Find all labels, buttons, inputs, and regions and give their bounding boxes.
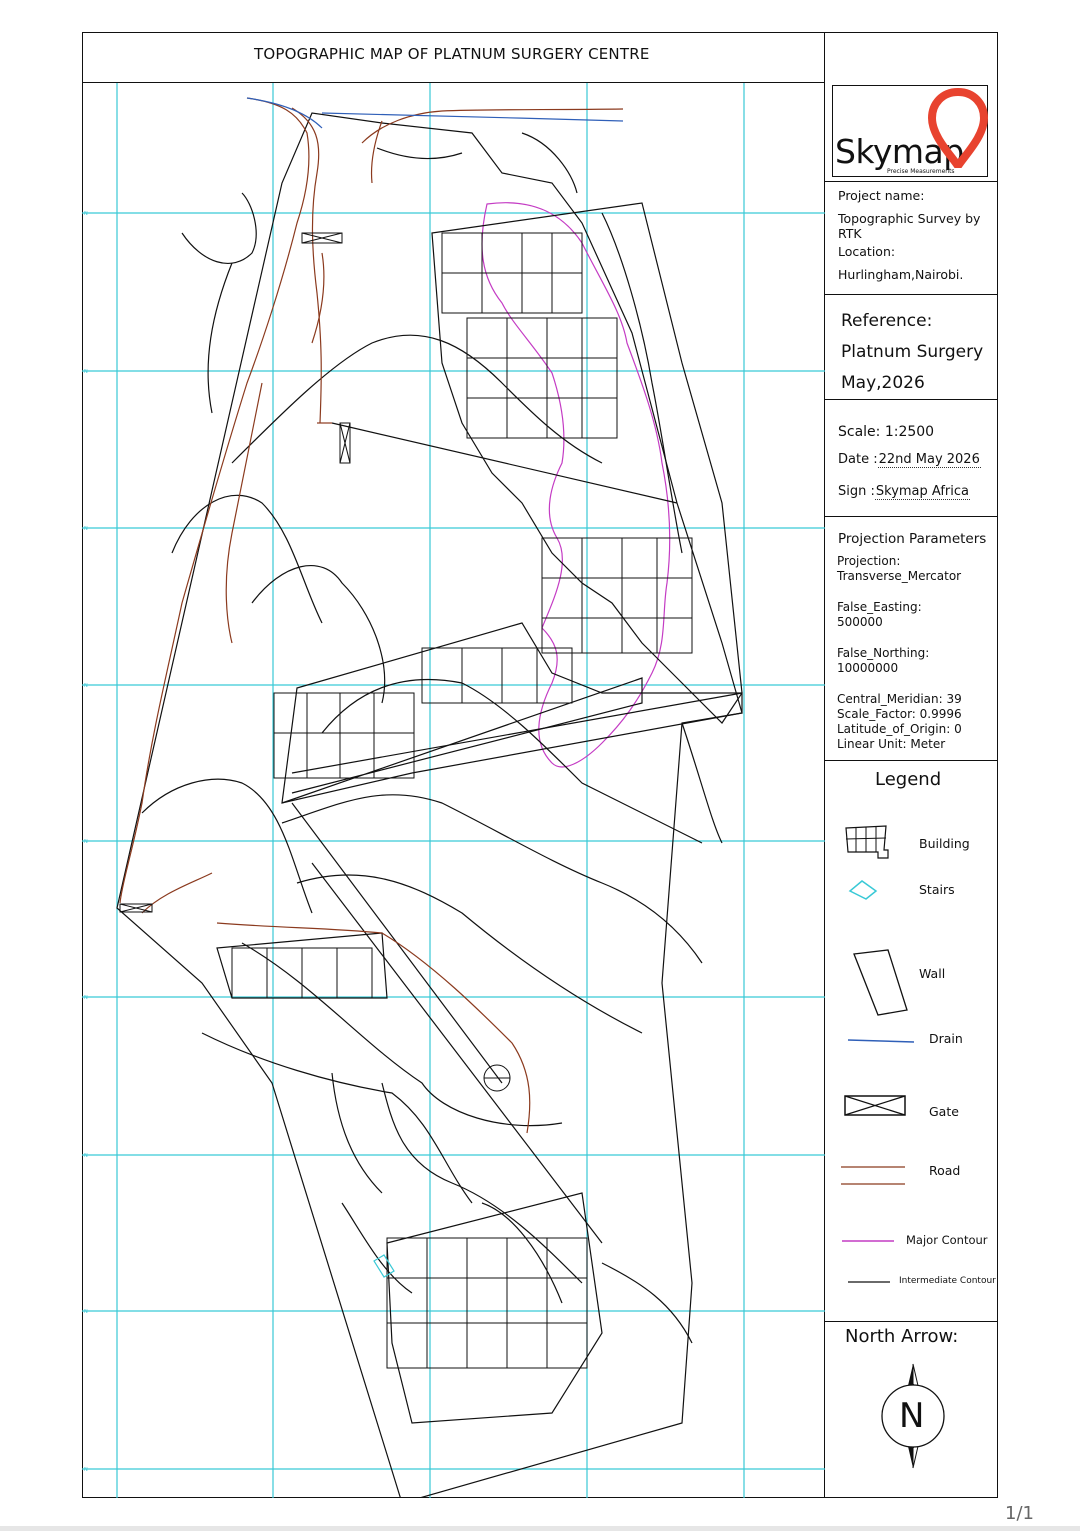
linear-unit: Linear Unit: Meter bbox=[837, 737, 946, 751]
false-easting-value: 500000 bbox=[837, 615, 883, 629]
legend-wall-label: Wall bbox=[919, 966, 946, 981]
false-northing-label: False_Northing: bbox=[837, 646, 930, 660]
legend-gate-label: Gate bbox=[929, 1104, 959, 1119]
projection-label: Projection: bbox=[837, 554, 901, 568]
sign-value: Skymap Africa bbox=[874, 484, 970, 500]
legend-stairs-label: Stairs bbox=[919, 882, 955, 897]
project-section: Project name: Topographic Survey by RTK … bbox=[825, 182, 998, 295]
legend-drain-label: Drain bbox=[929, 1031, 963, 1046]
svg-text:N: N bbox=[84, 1309, 88, 1315]
stairs-symbol bbox=[373, 1254, 395, 1278]
central-meridian: Central_Meridian: 39 bbox=[837, 692, 962, 706]
svg-text:N: N bbox=[84, 211, 88, 217]
location-value: Hurlingham,Nairobi. bbox=[838, 267, 964, 282]
page-number: 1/1 bbox=[1005, 1503, 1034, 1524]
page-bottom-strip bbox=[0, 1526, 1080, 1531]
logo-tagline: Precise Measurements bbox=[887, 168, 955, 175]
reference-label: Reference: bbox=[841, 311, 933, 331]
drain-legend-icon bbox=[847, 1039, 915, 1043]
map-title: TOPOGRAPHIC MAP OF PLATNUM SURGERY CENTR… bbox=[254, 45, 650, 63]
info-panel: Skymap Precise Measurements Project name… bbox=[825, 83, 998, 1498]
svg-text:N: N bbox=[84, 683, 88, 689]
sign-row: Sign :Skymap Africa bbox=[838, 484, 970, 500]
sign-label: Sign : bbox=[838, 484, 875, 499]
svg-text:N: N bbox=[84, 526, 88, 532]
map-area: N N N N N N N N N bbox=[82, 83, 825, 1498]
legend-section: Legend Building Stairs Wall Drain Gate bbox=[825, 761, 998, 1322]
north-arrow-section: North Arrow: N bbox=[825, 1322, 998, 1498]
grid-coordinate-labels: N N N N N N N N N bbox=[84, 211, 88, 1473]
stairs-legend-icon bbox=[848, 880, 878, 900]
scale-text: Scale: 1:2500 bbox=[838, 424, 935, 440]
svg-text:N: N bbox=[84, 369, 88, 375]
location-pin-icon bbox=[928, 88, 988, 168]
reference-section: Reference: Platnum Surgery May,2026 bbox=[825, 295, 998, 400]
north-letter: N bbox=[899, 1396, 925, 1436]
legend-intermediate-contour-label: Intermediate Contour bbox=[899, 1276, 996, 1286]
building-legend-icon bbox=[845, 825, 889, 859]
date-row: Date :22nd May 2026 bbox=[838, 452, 981, 468]
map-sheet-frame bbox=[82, 32, 998, 1498]
reference-line-2: May,2026 bbox=[841, 373, 925, 393]
wall-legend-icon bbox=[853, 949, 908, 1016]
reference-line-1: Platnum Surgery bbox=[841, 342, 984, 362]
logo-box: Skymap Precise Measurements bbox=[832, 85, 988, 177]
projection-heading: Projection Parameters bbox=[838, 531, 987, 547]
intermediate-contour-legend-icon bbox=[848, 1281, 890, 1283]
major-contour-legend-icon bbox=[842, 1240, 894, 1242]
road-lines bbox=[119, 97, 624, 1134]
date-value: 22nd May 2026 bbox=[877, 452, 981, 468]
logo-section: Skymap Precise Measurements bbox=[825, 83, 998, 182]
date-label: Date : bbox=[838, 452, 878, 467]
legend-heading: Legend bbox=[875, 769, 942, 790]
false-easting-label: False_Easting: bbox=[837, 600, 922, 614]
gate-legend-icon bbox=[844, 1095, 906, 1116]
projection-value: Transverse_Mercator bbox=[837, 569, 962, 583]
road-legend-icon bbox=[841, 1166, 905, 1185]
svg-text:N: N bbox=[84, 1467, 88, 1473]
project-name-label: Project name: bbox=[838, 188, 925, 203]
drain-lines bbox=[246, 97, 624, 129]
title-bar: TOPOGRAPHIC MAP OF PLATNUM SURGERY CENTR… bbox=[82, 32, 825, 83]
location-label: Location: bbox=[838, 244, 896, 259]
scale-factor: Scale_Factor: 0.9996 bbox=[837, 707, 962, 721]
legend-building-label: Building bbox=[919, 836, 970, 851]
north-arrow-icon bbox=[881, 1363, 945, 1469]
legend-road-label: Road bbox=[929, 1163, 961, 1178]
svg-text:N: N bbox=[84, 1153, 88, 1159]
latitude-of-origin: Latitude_of_Origin: 0 bbox=[837, 722, 962, 736]
legend-major-contour-label: Major Contour bbox=[906, 1233, 988, 1247]
topographic-map: N N N N N N N N N bbox=[82, 83, 825, 1498]
map-grid bbox=[82, 83, 825, 1498]
false-northing-value: 10000000 bbox=[837, 661, 899, 675]
building-blocks bbox=[231, 232, 693, 1369]
meta-section: Scale: 1:2500 Date :22nd May 2026 Sign :… bbox=[825, 400, 998, 517]
project-name-value: Topographic Survey by RTK bbox=[838, 211, 981, 241]
svg-text:N: N bbox=[84, 995, 88, 1001]
north-arrow-heading: North Arrow: bbox=[845, 1326, 959, 1347]
gate-symbols bbox=[119, 232, 351, 913]
projection-section: Projection Parameters Projection: Transv… bbox=[825, 517, 998, 761]
svg-text:N: N bbox=[84, 839, 88, 845]
